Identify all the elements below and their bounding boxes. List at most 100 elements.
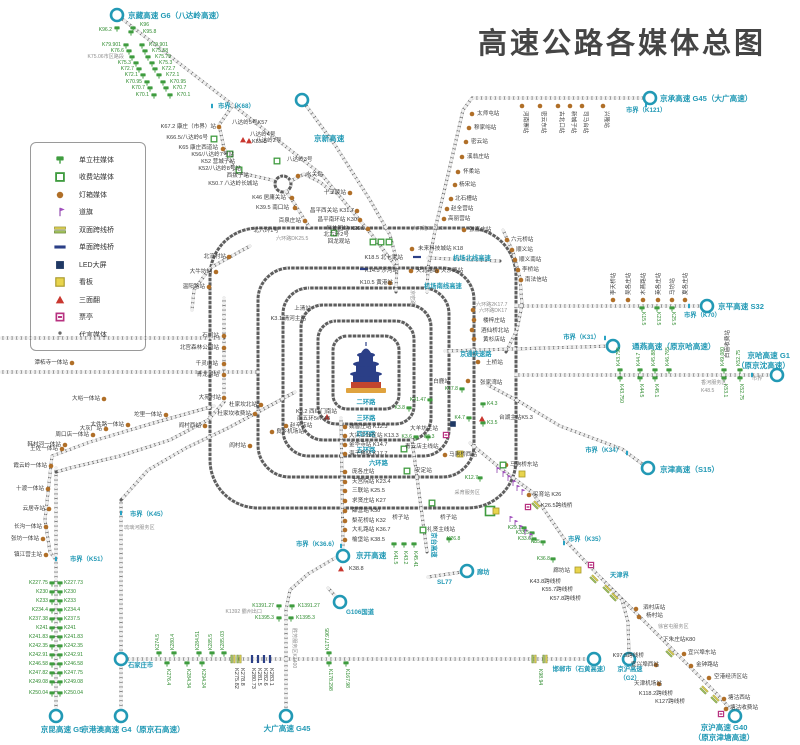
legend-item-label: 灯箱媒体 [79, 191, 107, 199]
dot-icon [302, 218, 308, 224]
terminal-circle [459, 563, 475, 579]
dot-icon [471, 317, 477, 323]
legend-item-board: 看板 [31, 274, 145, 292]
pillar-icon [411, 542, 417, 548]
station-label: K1392 霸州出口 [225, 608, 262, 615]
legend-item-bridge1: 单面跨线桥 [31, 239, 145, 257]
pillar-icon [167, 93, 173, 99]
tick-icon [688, 303, 690, 309]
pillar-icon [289, 604, 295, 610]
station-label: 十三陵站 [324, 188, 347, 196]
pillar-icon [721, 368, 727, 374]
legend-item-bridge2: 双面跨线桥 [31, 221, 145, 239]
pillar-icon [57, 671, 63, 677]
led-icon [450, 421, 456, 427]
station-label: K278.8 [239, 668, 245, 686]
pillar-icon [480, 402, 486, 408]
pillar-icon [343, 661, 349, 667]
dot-icon [62, 442, 68, 448]
station-label: K96.2 [99, 27, 112, 33]
pillar-icon [57, 599, 63, 605]
dot-icon [221, 361, 227, 367]
dot-icon [509, 247, 515, 253]
station-label: 上清站 [294, 304, 311, 312]
highway-name-label: 二环路 [357, 397, 377, 406]
station-label: 采育服务区 [455, 489, 480, 496]
dot-icon [640, 297, 646, 303]
dot-icon [342, 537, 348, 543]
pillar-icon [209, 651, 215, 657]
dot-icon [48, 463, 54, 469]
toll-icon [403, 467, 411, 475]
dot-icon [682, 297, 688, 303]
station-label: K5.3 [424, 434, 435, 440]
terminal-circle [332, 594, 348, 610]
station-label: K250.04 [29, 690, 48, 696]
dot-icon [125, 422, 131, 428]
station-label: 南五环5#K48 [297, 414, 330, 422]
station-label: 杨宋站 [459, 180, 476, 188]
pillar-icon [221, 651, 227, 657]
pillar-icon [145, 55, 151, 61]
toll-icon [273, 157, 281, 165]
highway-name-label: 市界（K31） [563, 332, 600, 341]
pillar-icon [57, 635, 63, 641]
pillar-icon [49, 599, 55, 605]
station-label: 河南寨站 [522, 111, 530, 134]
booth-icon [442, 431, 450, 439]
station-label: 长沟一体站 [14, 522, 42, 530]
station-label: K26.5跨线桥 [541, 501, 573, 509]
station-label: 安定站 [415, 466, 432, 474]
station-label: K67.2 康庄（市界）站 [161, 122, 217, 130]
dot-icon [471, 336, 477, 342]
station-label: 桥子站 [392, 513, 409, 521]
station-label: 六元桥站 [511, 235, 534, 243]
dot-icon [283, 423, 289, 429]
station-label: 塘沽收费站 [730, 703, 758, 711]
station-label: K283.1 [268, 668, 274, 686]
station-label: K66.5/八达岭6号 [166, 133, 208, 141]
terminal-circle [642, 90, 658, 106]
dot-icon [357, 217, 363, 223]
station-label: 北六环1号 [254, 226, 280, 234]
station-label: K79.901 [102, 42, 121, 48]
station-label: K98.94 [537, 669, 543, 685]
station-label: 木燕路站 [639, 272, 647, 295]
highway-name-label: 京新高速 [314, 133, 345, 143]
station-label: 韩村河一体站 [27, 440, 61, 448]
station-label: 廊坊站 [553, 566, 570, 574]
station-label: K70.95 [170, 79, 186, 85]
station-label: 北六环2号 [324, 230, 350, 238]
station-label: 求贤庄站 K27 [352, 496, 386, 504]
station-label: K46 居庸关站 [252, 193, 286, 201]
station-label: 杜家坎北站 [229, 400, 257, 408]
station-label: K280.4 [170, 634, 176, 650]
station-label: K281.5 [256, 668, 262, 686]
station-label: K55.7跨线桥 [542, 585, 574, 593]
highway-name-label: 邯郸市（石黄高速） [553, 664, 610, 673]
station-label: K247.75 [64, 670, 83, 676]
station-label: 白鹿站 [433, 377, 450, 385]
dot-icon [470, 307, 476, 313]
pillar-icon [57, 590, 63, 596]
pillar-icon [326, 651, 332, 657]
dot-icon [518, 277, 524, 283]
pillar-icon [391, 542, 397, 548]
station-label: 大兴工业区站 K13.3 [349, 431, 399, 439]
dot-icon [43, 524, 49, 530]
dot-icon [342, 442, 348, 448]
station-label: 西拨子站 [227, 171, 250, 179]
station-label: K35 [531, 539, 540, 545]
highway-name-label: 四环路 [357, 429, 377, 438]
station-label: K294.24 [200, 669, 206, 688]
pillar-icon [123, 43, 129, 49]
station-label: K53.1 [722, 384, 728, 397]
station-label: K3.5 [487, 420, 498, 426]
toll-icon [419, 526, 427, 534]
dot-icon [408, 268, 414, 274]
dot-icon [600, 103, 606, 109]
station-label: K70.7 [132, 85, 145, 91]
station-label: K72.7 [121, 66, 134, 72]
